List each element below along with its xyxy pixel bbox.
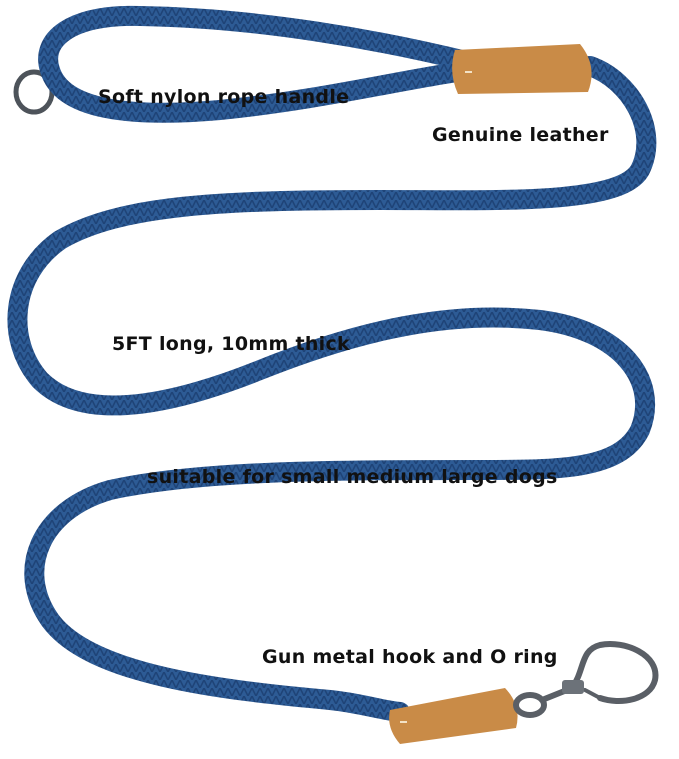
label-suitable: suitable for small medium large dogs bbox=[147, 466, 558, 488]
label-handle: Soft nylon rope handle bbox=[98, 86, 350, 108]
label-leather: Genuine leather bbox=[432, 124, 609, 146]
label-hook: Gun metal hook and O ring bbox=[262, 646, 558, 668]
label-length: 5FT long, 10mm thick bbox=[112, 333, 350, 355]
leather-sleeve-icon bbox=[389, 688, 518, 744]
leather-sleeve-icon bbox=[452, 44, 592, 94]
snap-hook-icon bbox=[513, 641, 659, 718]
rope-leash-icon bbox=[7, 5, 657, 722]
